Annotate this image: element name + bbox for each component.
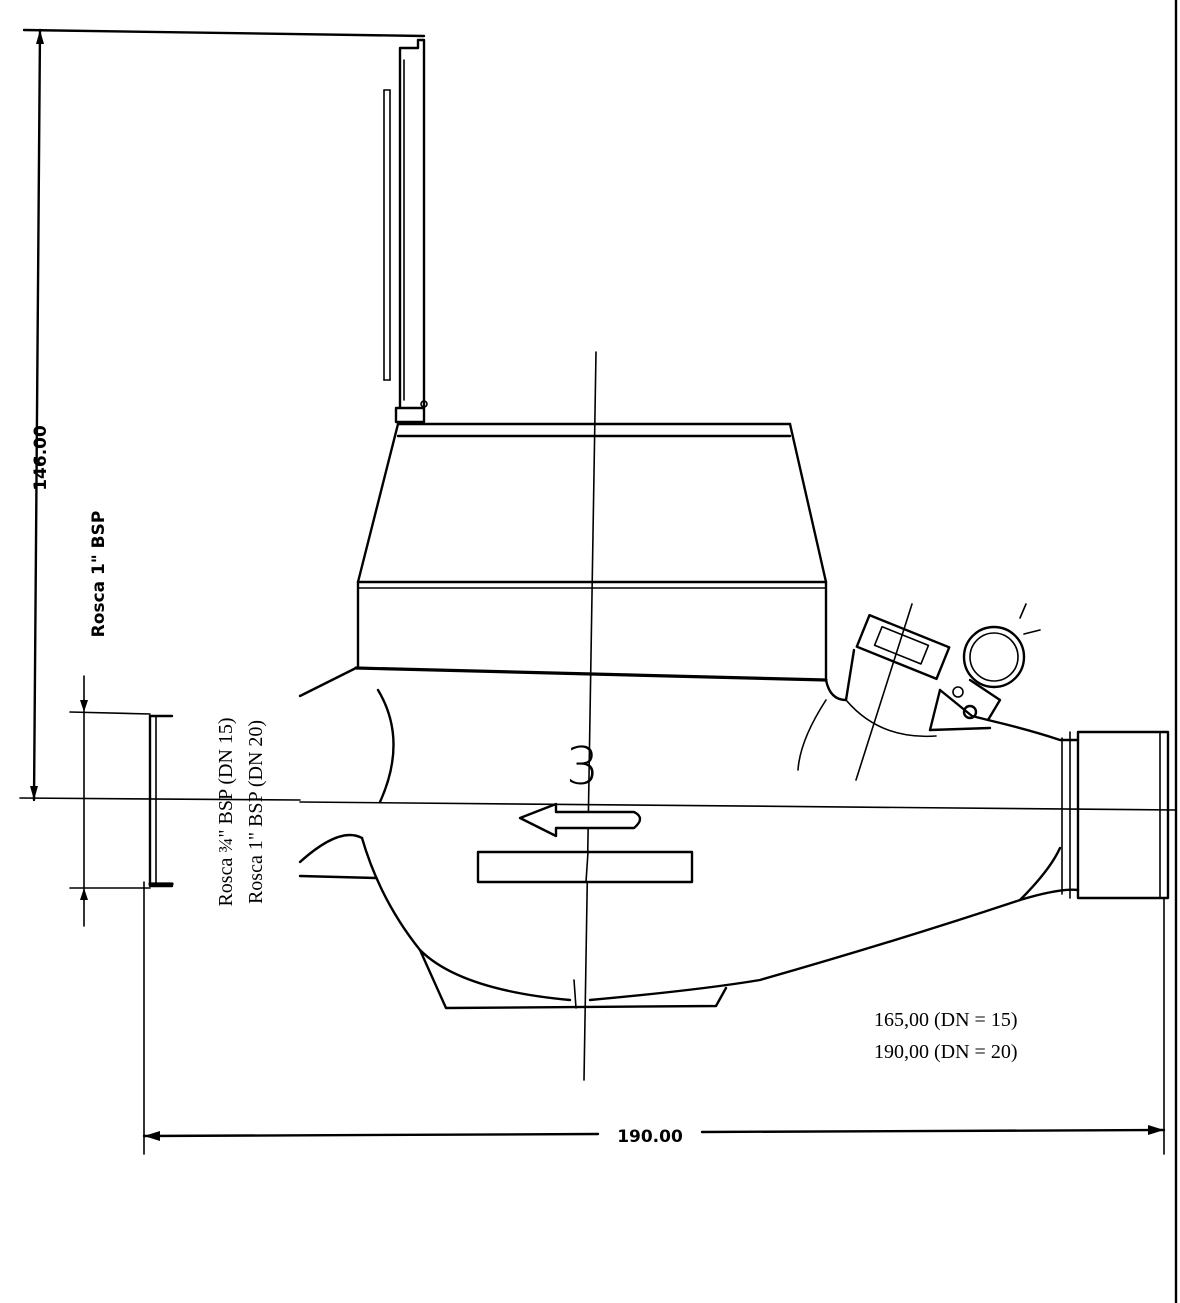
length-dimension-label: 190.00 [617,1127,683,1147]
thread-vertical-label: Rosca 1" BSP [89,511,109,638]
length-dimension [142,881,1166,1155]
center-lines [19,351,1177,1081]
length-note-dn15: 165,00 (DN = 15) [874,1009,1018,1031]
pulse-emitter-assembly [797,603,1041,781]
length-note-dn20: 190,00 (DN = 20) [874,1041,1018,1063]
meter-body [148,666,1170,1010]
flow-direction-arrow [518,802,642,838]
height-dimension-label: 146.00 [31,425,51,491]
thread-dimension [69,675,151,927]
register-cover [383,38,428,424]
thread-label-dn15: Rosca ¾" BSP (DN 15) [215,717,237,906]
height-dimension [22,28,426,802]
thread-label-dn20: Rosca 1" BSP (DN 20) [245,720,267,904]
callout-number: 3 [566,737,599,797]
name-plate [476,850,694,884]
